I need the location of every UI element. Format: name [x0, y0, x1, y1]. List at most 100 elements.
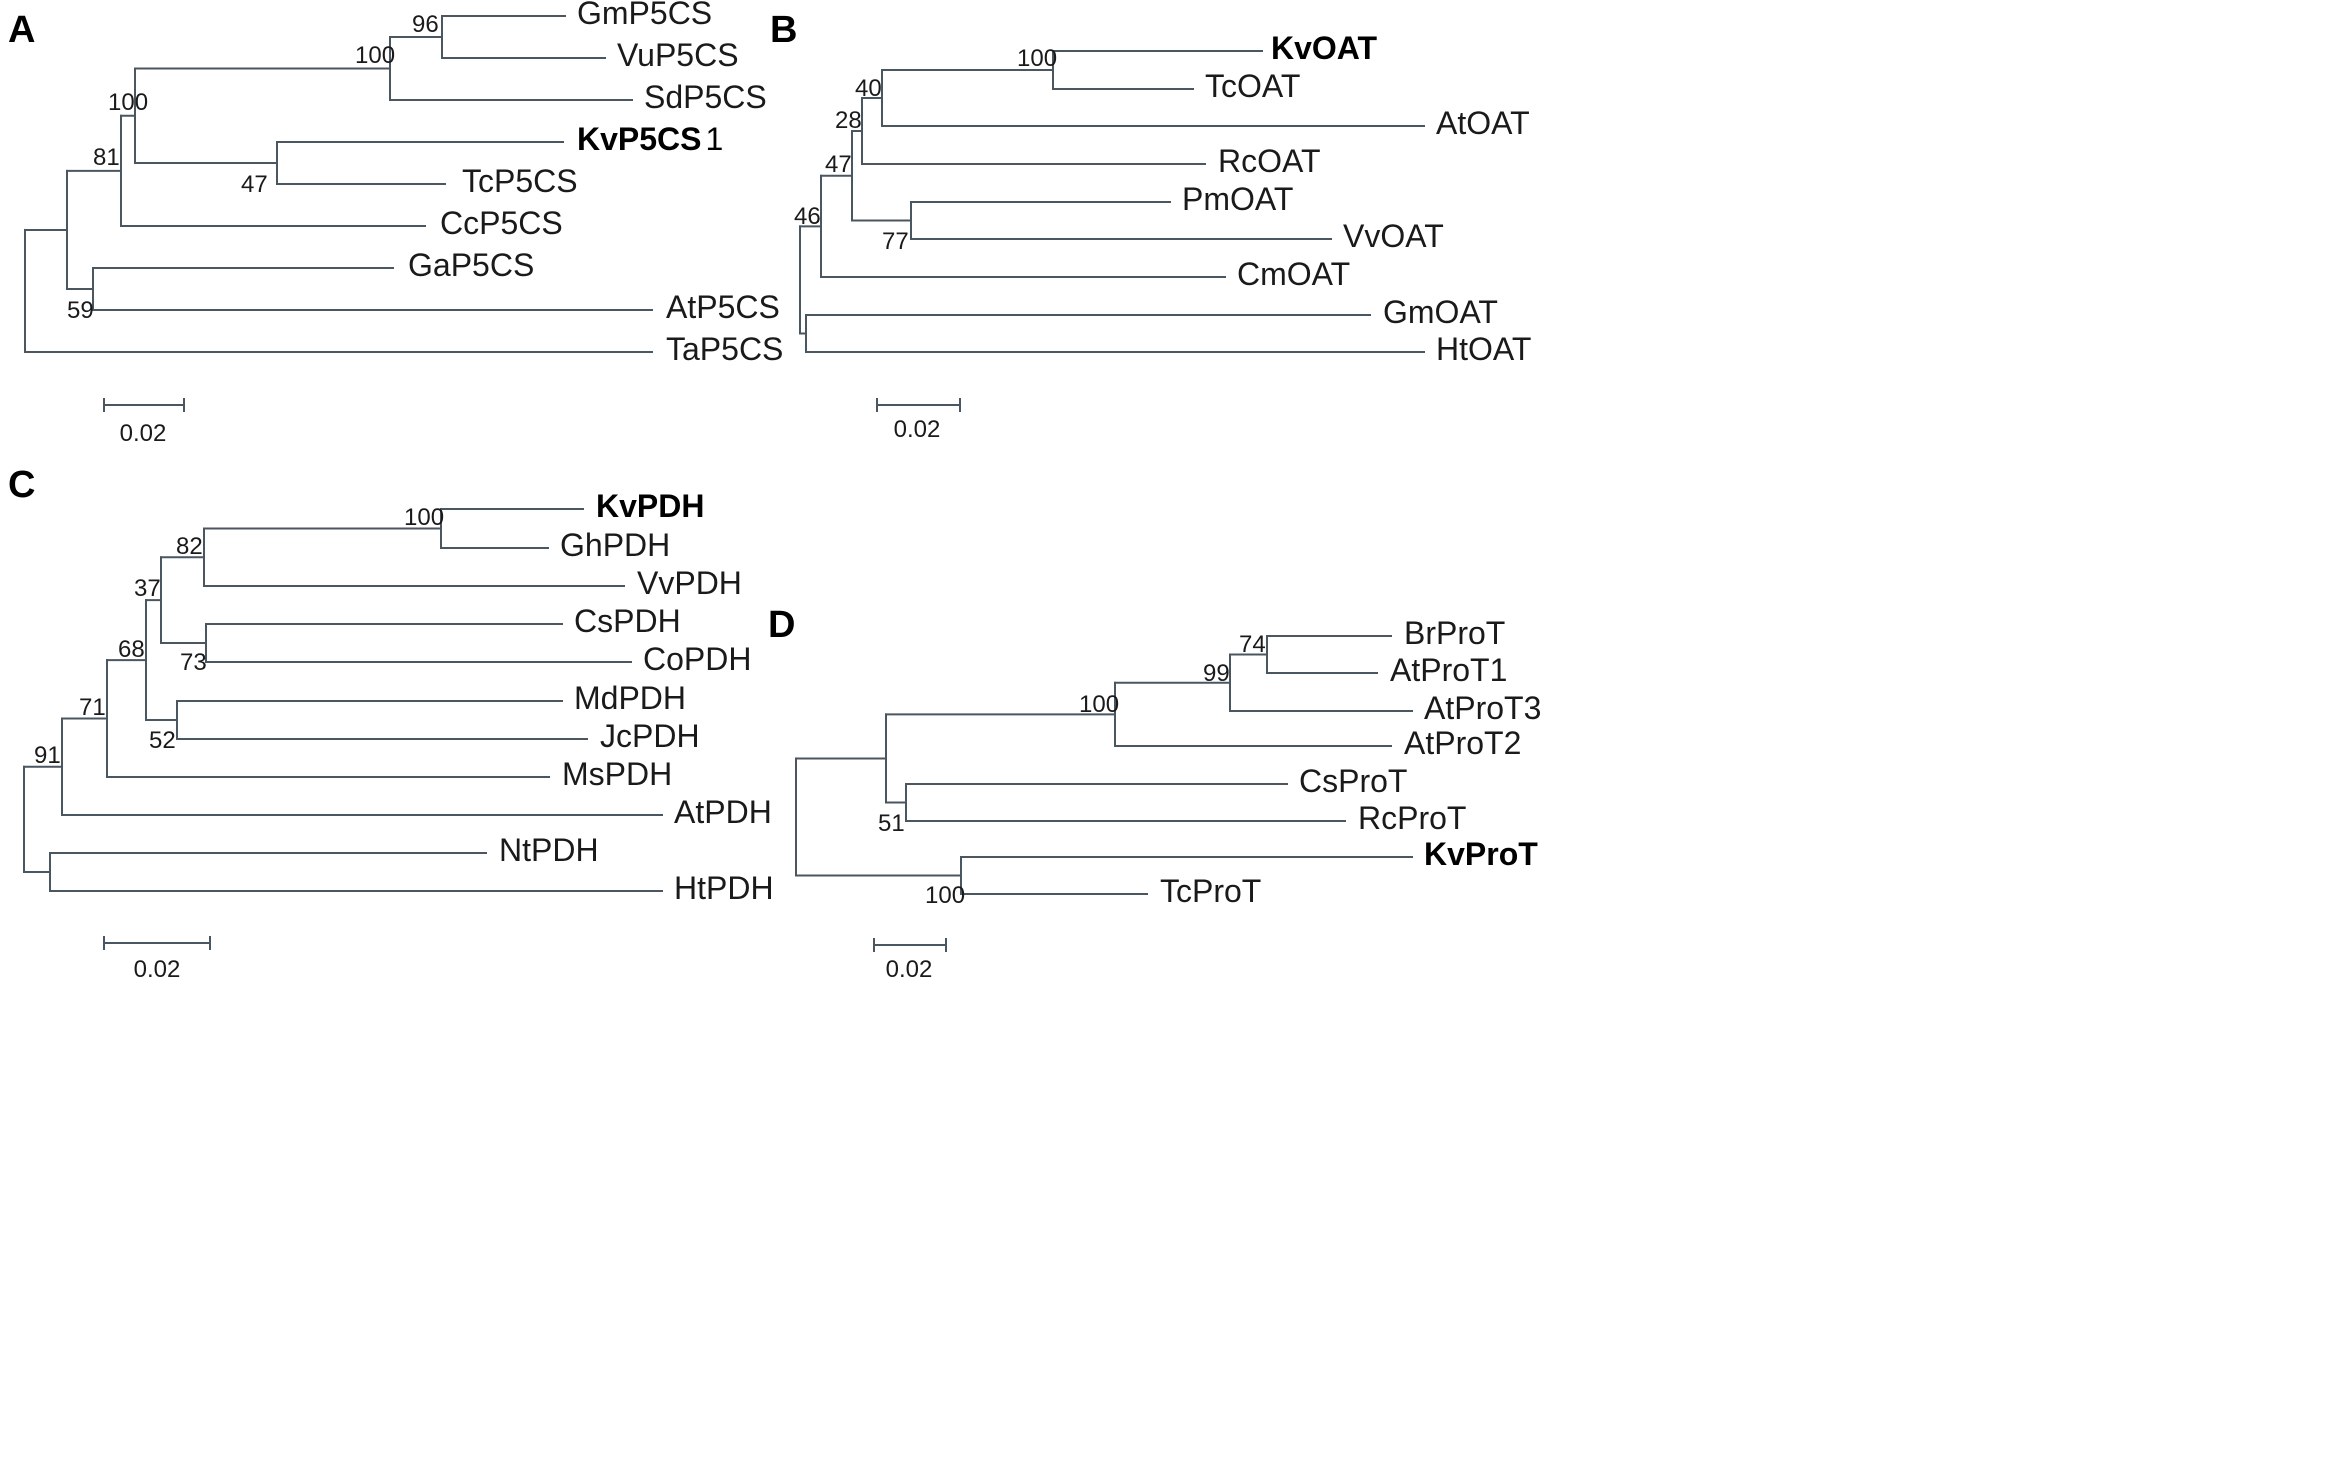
- bootstrap-value: 40: [855, 75, 882, 102]
- scale-bar-c: 0.02: [103, 936, 211, 983]
- taxon-label: CcP5CS: [440, 205, 563, 241]
- bootstrap-value: 46: [794, 203, 821, 230]
- taxon-name: TaP5CS: [666, 331, 783, 367]
- bootstrap-value: 52: [149, 727, 176, 754]
- scale-bar-b: 0.02: [876, 398, 961, 443]
- taxon-label: BrProT: [1404, 615, 1505, 651]
- taxon-name: MsPDH: [562, 756, 672, 792]
- taxon-name: AtProT1: [1390, 652, 1507, 688]
- taxon-name: AtP5CS: [666, 289, 780, 325]
- bootstrap-value: 100: [1079, 691, 1119, 718]
- taxon-name: AtProT3: [1424, 690, 1541, 726]
- taxon-name: VvPDH: [637, 565, 742, 601]
- taxon-name: HtPDH: [674, 870, 774, 906]
- taxon-name: KvProT: [1424, 836, 1538, 872]
- taxon-label: KvProT: [1424, 836, 1538, 872]
- taxon-name: KvPDH: [596, 488, 704, 524]
- taxon-name: KvOAT: [1271, 30, 1378, 66]
- panel-letter-b: B: [770, 9, 797, 51]
- taxon-name: RcOAT: [1218, 143, 1321, 179]
- bootstrap-value: 91: [34, 742, 61, 769]
- scale-bar-label: 0.02: [120, 420, 167, 447]
- taxon-label: SdP5CS: [644, 79, 767, 115]
- bootstrap-value: 47: [825, 151, 852, 178]
- scale-bar-a: 0.02: [103, 398, 185, 447]
- taxon-label: AtP5CS: [666, 289, 780, 325]
- taxon-label: RcProT: [1358, 800, 1466, 836]
- taxon-name: RcProT: [1358, 800, 1466, 836]
- scale-bar-d: 0.02: [873, 938, 947, 983]
- taxon-name: VvOAT: [1343, 218, 1444, 254]
- taxon-name: TcP5CS: [462, 163, 578, 199]
- taxon-label: VuP5CS: [617, 37, 739, 73]
- taxon-name: HtOAT: [1436, 331, 1531, 367]
- bootstrap-value: 59: [67, 297, 94, 324]
- taxon-name: PmOAT: [1182, 181, 1293, 217]
- bootstrap-value: 100: [925, 882, 965, 909]
- taxon-label: AtPDH: [674, 794, 772, 830]
- taxon-label: JcPDH: [600, 718, 700, 754]
- taxon-label: GhPDH: [560, 527, 670, 563]
- bootstrap-value: 47: [241, 171, 268, 198]
- taxon-name: CcP5CS: [440, 205, 563, 241]
- scale-bar-label: 0.02: [894, 416, 941, 443]
- taxon-label: CoPDH: [643, 641, 751, 677]
- taxon-name: GaP5CS: [408, 247, 534, 283]
- bootstrap-value: 51: [878, 810, 905, 837]
- taxon-name: SdP5CS: [644, 79, 767, 115]
- bootstrap-value: 77: [882, 228, 909, 255]
- taxon-suffix: 1: [706, 121, 724, 157]
- taxon-label: VvOAT: [1343, 218, 1444, 254]
- taxon-label: TcOAT: [1205, 68, 1300, 104]
- taxon-label: GmP5CS: [577, 0, 712, 31]
- bootstrap-value: 100: [404, 504, 444, 531]
- taxon-name: TcOAT: [1205, 68, 1300, 104]
- taxon-name: MdPDH: [574, 680, 686, 716]
- taxon-label: MdPDH: [574, 680, 686, 716]
- taxon-name: JcPDH: [600, 718, 700, 754]
- taxon-name: TcProT: [1160, 873, 1261, 909]
- taxon-name: AtProT2: [1404, 725, 1521, 761]
- taxon-label: RcOAT: [1218, 143, 1321, 179]
- bootstrap-value: 100: [108, 89, 148, 116]
- taxon-label: GaP5CS: [408, 247, 534, 283]
- taxon-label: VvPDH: [637, 565, 742, 601]
- panel-letter-a: A: [8, 9, 35, 51]
- bootstrap-value: 71: [79, 694, 106, 721]
- taxon-label: HtOAT: [1436, 331, 1531, 367]
- taxon-name: GmOAT: [1383, 294, 1498, 330]
- bootstrap-value: 68: [118, 636, 145, 663]
- scale-bar-label: 0.02: [886, 956, 933, 983]
- panel-letter-c: C: [8, 464, 35, 506]
- bootstrap-value: 74: [1239, 631, 1266, 658]
- taxon-label: AtOAT: [1436, 105, 1530, 141]
- taxon-name: BrProT: [1404, 615, 1505, 651]
- taxon-name: AtOAT: [1436, 105, 1530, 141]
- taxon-name: VuP5CS: [617, 37, 739, 73]
- taxon-label: AtProT3: [1424, 690, 1541, 726]
- taxon-name: GhPDH: [560, 527, 670, 563]
- bootstrap-value: 99: [1203, 660, 1230, 687]
- taxon-label: KvOAT: [1271, 30, 1378, 66]
- taxon-label: CsPDH: [574, 603, 681, 639]
- taxon-name: NtPDH: [499, 832, 599, 868]
- taxon-label: TaP5CS: [666, 331, 783, 367]
- taxon-label: KvPDH: [596, 488, 704, 524]
- taxon-name: KvP5CS: [577, 121, 702, 157]
- bootstrap-value: 81: [93, 144, 120, 171]
- panel-c: C KvPDHGhPDHVvPDHCsPDHCoPDHMdPDHJcPDHMsPD…: [8, 464, 774, 983]
- taxon-name: GmP5CS: [577, 0, 712, 31]
- taxon-label: TcProT: [1160, 873, 1261, 909]
- taxon-label: HtPDH: [674, 870, 774, 906]
- bootstrap-value: 100: [355, 42, 395, 69]
- bootstrap-value: 96: [412, 11, 439, 38]
- bootstrap-value: 73: [180, 649, 207, 676]
- taxon-label: MsPDH: [562, 756, 672, 792]
- taxon-name: CoPDH: [643, 641, 751, 677]
- bootstrap-value: 28: [835, 107, 862, 134]
